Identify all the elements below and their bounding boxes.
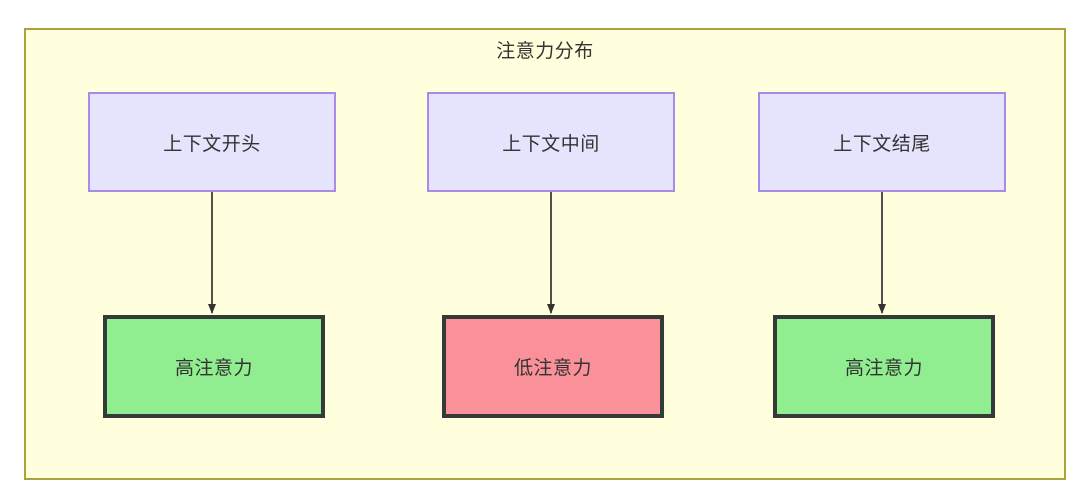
node-high-attention-end-label: 高注意力	[844, 358, 923, 379]
node-context-start-label: 上下文开头	[163, 133, 261, 155]
node-context-middle-label: 上下文中间	[502, 133, 600, 155]
node-high-attention-end[interactable]: 高注意力	[773, 315, 995, 418]
node-high-attention-start-label: 高注意力	[174, 358, 253, 379]
node-context-end-label: 上下文结尾	[833, 133, 931, 155]
node-context-end[interactable]: 上下文结尾	[758, 92, 1006, 192]
node-context-middle[interactable]: 上下文中间	[427, 92, 675, 192]
node-high-attention-start[interactable]: 高注意力	[103, 315, 325, 418]
node-context-start[interactable]: 上下文开头	[88, 92, 336, 192]
node-low-attention-middle[interactable]: 低注意力	[442, 315, 664, 418]
subgraph-title: 注意力分布	[496, 41, 594, 62]
node-low-attention-middle-label: 低注意力	[513, 358, 592, 379]
